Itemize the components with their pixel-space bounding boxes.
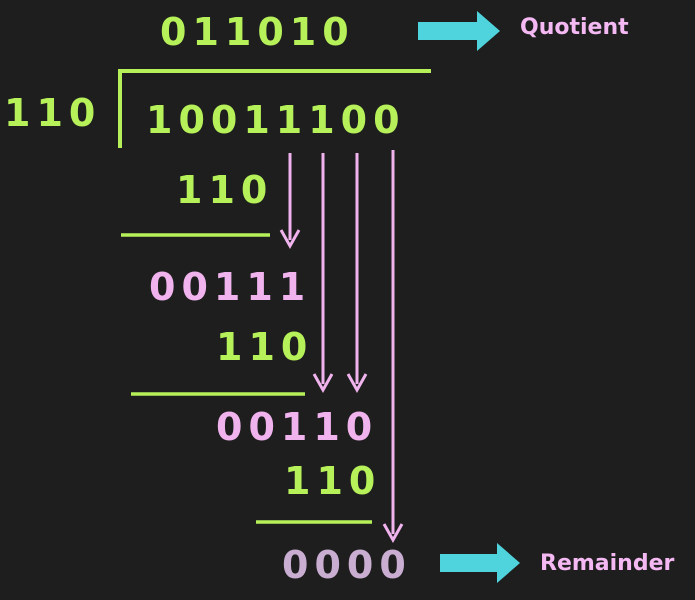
divisor-value: 110 [4, 91, 102, 135]
quotient-label: Quotient [520, 15, 629, 40]
dividend-value: 10011100 [146, 98, 406, 142]
partial-result-2: 00110 [216, 405, 379, 449]
remainder-pointer-arrow-icon [440, 543, 520, 583]
quotient-pointer-arrow-icon [418, 11, 500, 51]
quotient-value: 011010 [160, 10, 355, 54]
subtrahend-2: 110 [216, 325, 314, 369]
remainder-label: Remainder [540, 551, 675, 576]
bring-down-arrow-2 [312, 153, 334, 394]
remainder-value: 0000 [282, 543, 412, 587]
partial-result-1: 00111 [149, 265, 312, 309]
subtrahend-1: 110 [176, 168, 274, 212]
bring-down-arrow-3 [346, 153, 368, 394]
bring-down-arrow-1 [279, 153, 301, 250]
bring-down-arrow-4 [382, 150, 404, 544]
subtrahend-3: 110 [284, 459, 382, 503]
